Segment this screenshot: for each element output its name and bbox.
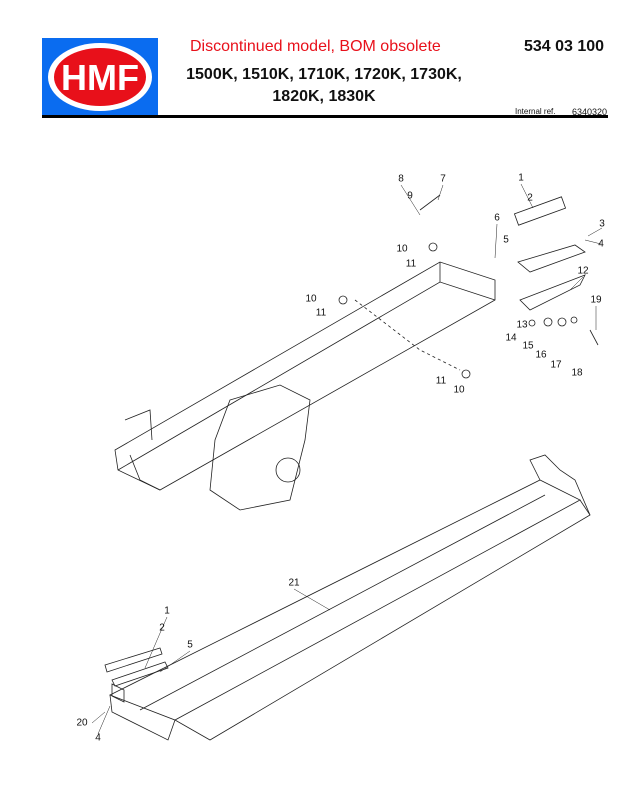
- callout-2: 2: [159, 622, 165, 634]
- small-parts-upper: [338, 194, 599, 379]
- callout-10: 10: [396, 243, 408, 255]
- callout-17: 17: [550, 359, 562, 371]
- callout-6: 6: [494, 212, 500, 224]
- callout-12: 12: [577, 265, 589, 277]
- header-divider: [42, 115, 608, 118]
- callout-8: 8: [398, 173, 404, 185]
- callout-21: 21: [288, 577, 300, 589]
- callout-4: 4: [598, 238, 604, 250]
- hmf-logo: HMF: [42, 38, 158, 116]
- callout-11: 11: [315, 307, 327, 319]
- model-list: 1500K, 1510K, 1710K, 1720K, 1730K, 1820K…: [165, 64, 483, 108]
- callout-1: 1: [164, 605, 170, 617]
- callout-13: 13: [516, 319, 528, 331]
- internal-ref-label: Internal ref.: [515, 107, 556, 116]
- callout-15: 15: [522, 340, 534, 352]
- callout-19: 19: [590, 294, 602, 306]
- callout-5: 5: [503, 234, 509, 246]
- callout-9: 9: [407, 190, 413, 202]
- svg-text:HMF: HMF: [61, 57, 139, 98]
- status-title: Discontinued model, BOM obsolete: [190, 38, 441, 55]
- model-list-line2: 1820K, 1830K: [272, 88, 376, 105]
- callout-1: 1: [518, 172, 524, 184]
- callout-2: 2: [527, 192, 533, 204]
- callout-11: 11: [405, 258, 417, 270]
- callout-3: 3: [599, 218, 605, 230]
- callout-18: 18: [571, 367, 583, 379]
- internal-ref-value: 6340320: [572, 107, 608, 117]
- lower-boom: [104, 454, 591, 741]
- upper-boom: [114, 261, 496, 511]
- callout-5: 5: [187, 639, 193, 651]
- callout-14: 14: [505, 332, 517, 344]
- part-number: 534 03 100: [524, 38, 605, 55]
- callout-4: 4: [95, 732, 101, 744]
- callout-10: 10: [305, 293, 317, 305]
- callout-16: 16: [535, 349, 547, 361]
- callout-10: 10: [453, 384, 465, 396]
- callout-7: 7: [440, 173, 446, 185]
- callout-11: 11: [435, 375, 447, 387]
- model-list-line1: 1500K, 1510K, 1710K, 1720K, 1730K,: [186, 66, 462, 83]
- callout-20: 20: [76, 717, 88, 729]
